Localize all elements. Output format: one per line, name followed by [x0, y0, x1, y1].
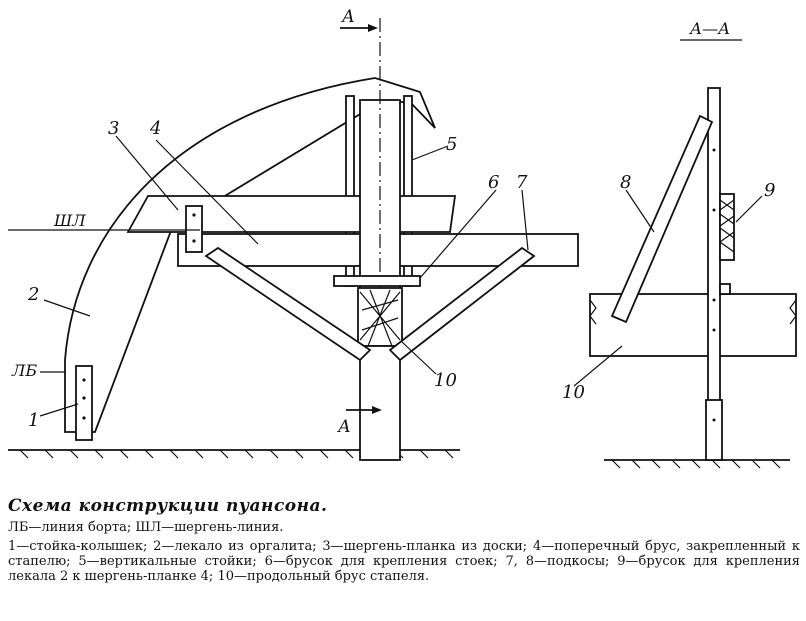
- templet-outline: [64, 77, 436, 433]
- label-10-main: 10: [434, 370, 457, 391]
- figure-caption: Схема конструкции пуансона. ЛБ—линия бор…: [8, 496, 800, 597]
- label-9: 9: [764, 180, 775, 201]
- label-1: 1: [28, 410, 39, 431]
- punch-structure-diagram: А А 3 4 5 6 7 10 2 1 ЛБ ШЛ А—А 8: [8, 7, 797, 469]
- caption-legend: 1—стойка-колышек; 2—лекало из оргалита; …: [8, 539, 800, 584]
- post-block: [333, 275, 421, 287]
- label-10-section: 10: [562, 382, 585, 403]
- label-8: 8: [620, 172, 631, 193]
- caption-title: Схема конструкции пуансона.: [8, 496, 328, 516]
- label-5: 5: [446, 134, 457, 155]
- templet-block: [719, 193, 735, 261]
- shergen-bracket: [185, 205, 203, 253]
- brace-left: [204, 246, 372, 362]
- label-3: 3: [108, 118, 119, 139]
- caption-abbreviations: ЛБ—линия борта; ШЛ—шергень-линия.: [8, 520, 284, 535]
- label-6: 6: [488, 172, 499, 193]
- shergen-plank: [126, 195, 457, 233]
- main-view: А А 3 4 5 6 7 10 2 1 ЛБ ШЛ: [8, 7, 579, 461]
- label-lb: ЛБ: [11, 361, 37, 380]
- label-2: 2: [27, 284, 39, 305]
- brace-right: [388, 246, 536, 362]
- section-label-top: А: [341, 7, 355, 27]
- label-7: 7: [516, 172, 528, 193]
- support-column: [359, 345, 401, 461]
- post-peg: [75, 365, 93, 441]
- label-4: 4: [149, 118, 161, 139]
- section-view: А—А 8 9 10: [562, 19, 797, 469]
- brace-section: [610, 114, 714, 324]
- label-shl: ШЛ: [53, 211, 86, 230]
- section-label-bottom: А: [337, 417, 351, 437]
- section-view-title: А—А: [689, 19, 730, 38]
